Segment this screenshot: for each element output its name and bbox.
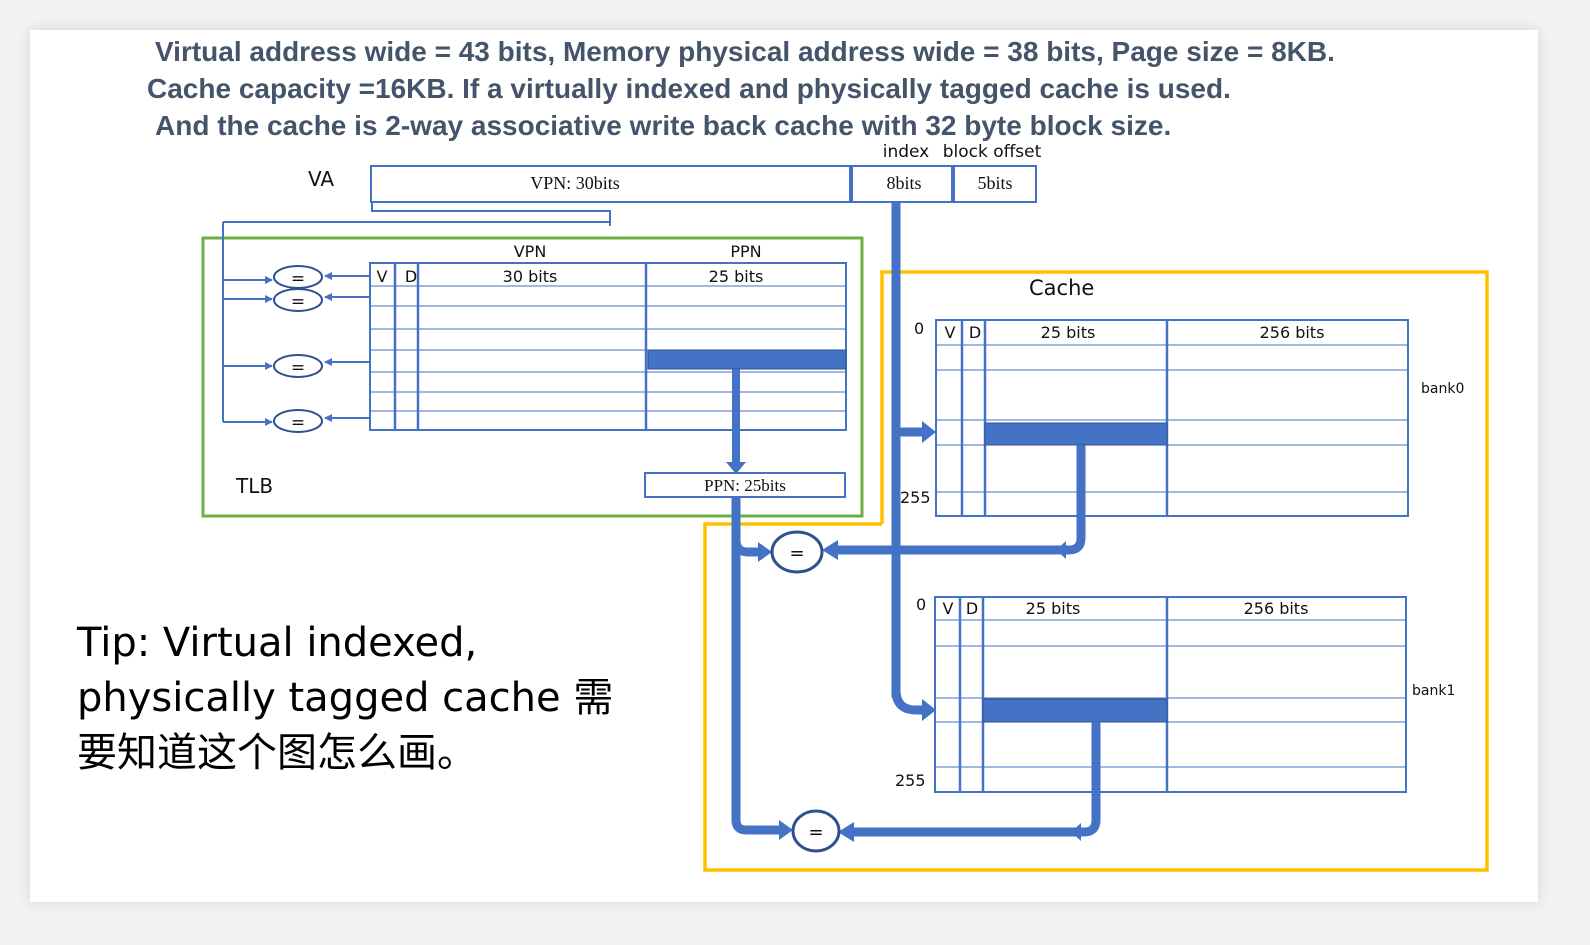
cache-comparator-symbol: =	[789, 543, 804, 564]
tip-line-1: Tip: Virtual indexed,	[76, 620, 477, 666]
virtual-address: VA VPN: 30bits 8bits 5bits index block o…	[308, 142, 1042, 226]
tlb-comparator-symbol: =	[291, 413, 305, 433]
index-field-label: 8bits	[886, 173, 921, 193]
tlb: TLB VPN PPN V D 30 bits 25 bits PPN: 25b…	[201, 221, 864, 518]
index-bus	[891, 202, 924, 715]
bank1-row-first: 0	[916, 595, 926, 614]
tlb-comparator-symbol: =	[291, 292, 305, 312]
index-field-box	[851, 165, 953, 203]
vpn-bracket	[371, 202, 611, 226]
tlb-comparators: = = = =	[273, 265, 323, 433]
tlb-col-d: D	[405, 267, 417, 286]
offset-title: block offset	[943, 142, 1042, 162]
bank0-tag-bits: 25 bits	[1041, 323, 1096, 342]
heading: Virtual address wide = 43 bits, Memory p…	[147, 36, 1335, 141]
bank1-data-bits: 256 bits	[1244, 599, 1309, 618]
cache-bank-1: V D 25 bits 256 bits 0 255 bank1	[895, 595, 1455, 793]
vpn-compare-lines	[222, 221, 610, 426]
tlb-comparator-symbol: =	[291, 269, 305, 289]
tip-line-2: physically tagged cache 需	[77, 675, 613, 721]
index-arrow-bank0	[922, 421, 936, 443]
cache-border	[703, 270, 1489, 872]
tlb-table	[369, 262, 847, 431]
bank1-label: bank1	[1412, 683, 1455, 699]
va-label: VA	[308, 167, 334, 191]
offset-field-label: 5bits	[977, 173, 1012, 193]
bank0-label: bank0	[1421, 381, 1464, 397]
tag-arrow-cmp0	[822, 540, 838, 560]
tag-arrow-cmp1	[838, 822, 854, 842]
bank0-col-d: D	[969, 323, 981, 342]
ppn-output-box	[644, 472, 846, 498]
vpn-field-label: VPN: 30bits	[530, 173, 620, 193]
bank0-row-last: 255	[900, 488, 931, 507]
bank1-col-d: D	[966, 599, 978, 618]
offset-field-box	[953, 165, 1037, 203]
ppn-arrow-cmp1	[779, 820, 793, 840]
cache-comparator-bank1	[791, 809, 841, 853]
heading-line-3: And the cache is 2-way associative write…	[155, 110, 1171, 141]
ppn-arrow-cmp0	[758, 542, 772, 562]
tlb-ppn-title: PPN	[730, 242, 761, 261]
tlb-ppn-bits: 25 bits	[709, 267, 764, 286]
tlb-row-lines	[370, 285, 846, 412]
cache-comparator-symbol: =	[808, 822, 823, 843]
tlb-label: TLB	[235, 474, 273, 498]
cache-comparators: = =	[770, 530, 841, 853]
vipt-cache-diagram: Virtual address wide = 43 bits, Memory p…	[76, 36, 1489, 872]
bank0-data-bits: 256 bits	[1260, 323, 1325, 342]
tlb-col-v: V	[377, 267, 388, 286]
tlb-comparator	[273, 354, 323, 378]
heading-line-1: Virtual address wide = 43 bits, Memory p…	[155, 36, 1335, 67]
tlb-comparator	[273, 288, 323, 312]
cache-bank-0: V D 25 bits 256 bits 0 255 bank0	[900, 319, 1464, 517]
heading-line-2: Cache capacity =16KB. If a virtually ind…	[147, 73, 1231, 104]
bank1-row-last: 255	[895, 771, 926, 790]
tlb-hit-ppn	[647, 349, 847, 370]
bank0-selected-tag	[984, 422, 1168, 446]
cache-comparator-bank0	[770, 530, 824, 574]
ppn-output-label: PPN: 25bits	[704, 476, 786, 495]
index-title: index	[883, 142, 930, 162]
tlb-comparator	[273, 409, 323, 433]
tip-note: Tip: Virtual indexed, physically tagged …	[76, 620, 613, 776]
bank1-table	[934, 596, 1407, 793]
tlb-border	[201, 236, 864, 518]
bank0-row-first: 0	[914, 319, 924, 338]
index-arrow-bank1	[922, 699, 936, 721]
ppn-compare-bus	[731, 497, 780, 835]
tlb-vpn-bits: 30 bits	[503, 267, 558, 286]
vpn-field-box	[370, 165, 851, 203]
tlb-col-lines	[393, 263, 648, 430]
tag-buses	[836, 445, 1101, 837]
tlb-comparator-symbol: =	[291, 358, 305, 378]
slide: Virtual address wide = 43 bits, Memory p…	[30, 30, 1538, 902]
bank1-tag-bits: 25 bits	[1026, 599, 1081, 618]
ppn-down-arrow	[726, 462, 746, 474]
bank0-table	[935, 319, 1409, 517]
tip-line-3: 要知道这个图怎么画。	[77, 730, 477, 776]
tlb-vpn-title: VPN	[514, 242, 547, 261]
cache-label: Cache	[1029, 276, 1094, 300]
bank1-selected-tag	[982, 698, 1168, 723]
bank1-col-v: V	[943, 599, 954, 618]
bank0-col-v: V	[945, 323, 956, 342]
